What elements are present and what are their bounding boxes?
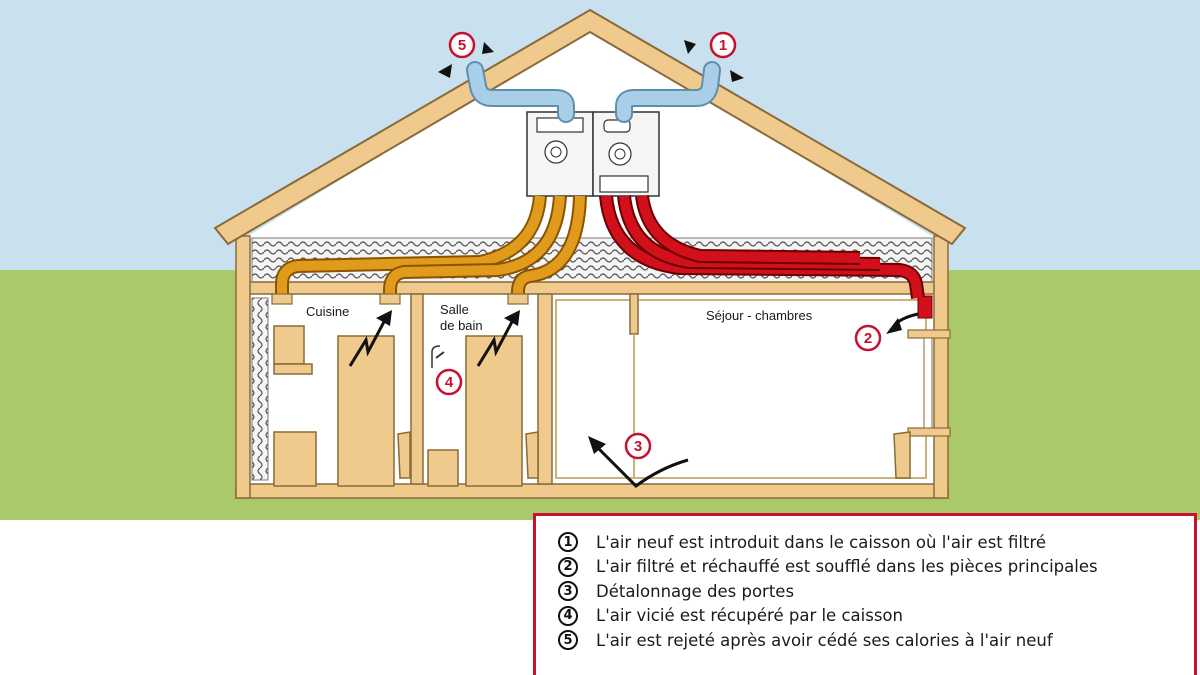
legend-item-2: 2 L'air filtré et réchauffé est soufflé … <box>558 555 1194 580</box>
svg-text:1: 1 <box>719 37 727 54</box>
extraction-arrows <box>348 317 516 367</box>
extract-vents <box>271 293 529 305</box>
legend-text: L'air filtré et réchauffé est soufflé da… <box>596 557 1098 577</box>
svg-text:4: 4 <box>445 374 454 391</box>
stale-air-ducts <box>275 195 587 302</box>
marker-5: 5 <box>448 31 476 59</box>
legend-text: L'air vicié est récupéré par le caisson <box>596 606 903 626</box>
room-label-living: Séjour - chambres <box>706 308 813 323</box>
supply-arrow-head <box>886 318 902 334</box>
svg-text:3: 3 <box>634 438 642 455</box>
svg-text:5: 5 <box>458 37 466 54</box>
legend-text: L'air neuf est introduit dans le caisson… <box>596 532 1047 552</box>
room-label-bathroom-1: Salle <box>440 302 469 317</box>
legend-item-3: 3 Détalonnage des portes <box>558 579 1194 604</box>
outdoor-ducts <box>466 61 721 123</box>
legend-number: 4 <box>558 605 578 626</box>
room-label-kitchen: Cuisine <box>306 304 349 319</box>
arrow-head-bathroom <box>504 310 520 326</box>
marker-3: 3 <box>624 432 652 460</box>
kitchen-furniture <box>273 325 411 487</box>
roof <box>213 8 967 246</box>
marker-1: 1 <box>709 31 737 59</box>
svg-text:2: 2 <box>864 330 872 347</box>
bathroom-furniture <box>427 335 539 487</box>
legend-number: 5 <box>558 630 578 651</box>
fresh-air-inlet <box>917 295 933 319</box>
legend-number: 2 <box>558 556 578 577</box>
legend-number: 3 <box>558 581 578 602</box>
outside-arrows <box>438 40 744 82</box>
marker-4: 4 <box>435 368 463 396</box>
fresh-air-ducts <box>599 194 925 299</box>
legend-item-5: 5 L'air est rejeté après avoir cédé ses … <box>558 628 1194 653</box>
legend-item-4: 4 L'air vicié est récupéré par le caisso… <box>558 604 1194 629</box>
living-furniture <box>893 431 911 479</box>
legend: 1 L'air neuf est introduit dans le caiss… <box>533 513 1197 675</box>
legend-number: 1 <box>558 532 578 553</box>
ventilation-unit <box>526 111 660 197</box>
wall-insulation <box>251 297 269 481</box>
marker-2: 2 <box>854 324 882 352</box>
legend-item-1: 1 L'air neuf est introduit dans le caiss… <box>558 530 1194 555</box>
door-undercut-arrow-head <box>588 436 606 454</box>
legend-text: Détalonnage des portes <box>596 581 795 601</box>
legend-text: L'air est rejeté après avoir cédé ses ca… <box>596 630 1053 650</box>
room-label-bathroom-2: de bain <box>440 318 483 333</box>
door-undercut-arrow <box>594 444 689 488</box>
arrow-head-kitchen <box>376 310 392 326</box>
